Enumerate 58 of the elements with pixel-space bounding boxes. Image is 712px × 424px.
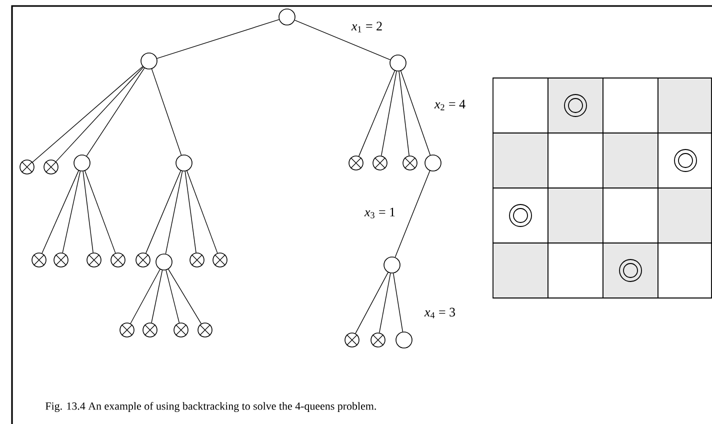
dead-end-node (198, 322, 212, 338)
dead-end-node (120, 322, 134, 338)
tree-edge (86, 68, 145, 156)
tree-edge (62, 170, 81, 254)
tree-node (390, 54, 406, 72)
tree-edge (151, 68, 182, 156)
tree-node (156, 254, 172, 270)
tree-edge (379, 272, 391, 334)
tree-edge (130, 269, 160, 324)
tree-edge (398, 71, 410, 156)
tree-edge (165, 170, 183, 254)
dead-end-node (372, 156, 388, 170)
dead-end-node (190, 252, 204, 268)
dead-end-node (136, 252, 150, 268)
tree-edge (400, 70, 431, 156)
tree-node (140, 52, 158, 70)
tree-edge (394, 170, 430, 258)
tree-edge (146, 170, 182, 254)
dead-end-node (370, 332, 386, 348)
tree-edge (355, 272, 388, 334)
tree-edge (358, 70, 396, 157)
caption: Fig. 13.4 An example of using backtracking to solve the 4-queens problem. (46, 402, 376, 412)
edge-label: x$_{3}$ = 1 (364, 206, 397, 220)
dead-end-node (20, 160, 34, 174)
tree-node (396, 332, 412, 348)
edge-label: x$_{4}$ = 3 (424, 306, 457, 320)
dead-end-node (44, 160, 58, 174)
dead-end-node (348, 156, 364, 170)
edge-label: x$_{1}$ = 2 (350, 20, 384, 34)
dead-end-node (142, 322, 158, 338)
tree-edge (168, 268, 202, 324)
edge-label: x$_{2}$ = 4 (434, 98, 467, 112)
tree-node (176, 154, 192, 172)
tree-edge (380, 70, 397, 156)
dead-end-node (344, 332, 360, 348)
dead-end-node (212, 252, 228, 268)
tree-edge (186, 170, 218, 254)
tree-node (424, 154, 442, 172)
tree-edge (82, 170, 94, 253)
tree-edge (84, 170, 116, 254)
tree-edge (56, 66, 144, 162)
dead-end-node (110, 252, 126, 268)
dead-end-node (54, 252, 68, 268)
tree-edge (32, 66, 144, 162)
dead-end-node (174, 322, 188, 338)
tree-edge (42, 170, 79, 254)
tree-node (74, 154, 90, 172)
tree-node (384, 256, 400, 274)
tree-edge (156, 19, 280, 59)
tree-edge (392, 272, 404, 332)
tree-edge (294, 20, 391, 60)
dead-end-node (32, 252, 46, 268)
dead-end-node (402, 156, 418, 170)
tree-edge (151, 270, 163, 324)
tree-edge (166, 270, 180, 324)
tree-node (278, 8, 296, 26)
tree-edge (184, 170, 196, 254)
dead-end-node (86, 252, 102, 268)
